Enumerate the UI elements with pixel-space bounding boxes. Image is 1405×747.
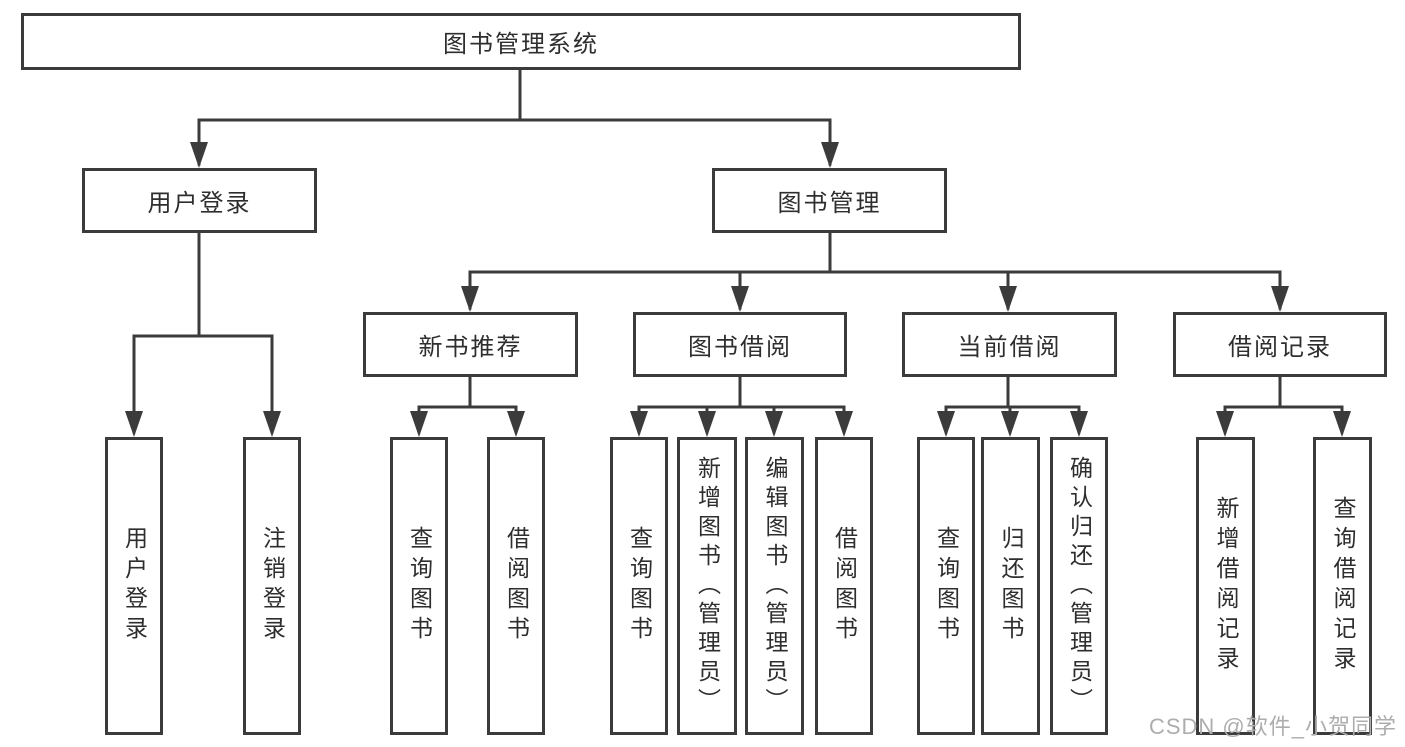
leaf-newbooks-borrow: 借阅图书 [487,437,545,735]
node-current-borrow: 当前借阅 [902,312,1117,377]
connector-userlogin-to-leaves [132,231,274,434]
leaf-add-book-admin-label: 新增图书（管理员） [694,455,721,717]
leaf-borrow-book-label: 借阅图书 [831,526,858,646]
node-book-management: 图书管理 [712,168,947,233]
leaf-logout-label: 注销登录 [259,526,286,646]
leaf-query-borrow-record-label: 查询借阅记录 [1330,496,1356,676]
leaf-user-login-label: 用户登录 [121,526,148,646]
connector-bookborrow-to-leaves [637,375,846,434]
node-root-system: 图书管理系统 [21,13,1021,70]
leaf-return-book: 归还图书 [981,437,1040,735]
leaf-current-query-label: 查询图书 [933,526,960,646]
leaf-confirm-return-admin-label: 确认归还（管理员） [1066,455,1093,717]
leaf-newbooks-query: 查询图书 [390,437,448,735]
connector-newbooks-to-leaves [417,375,518,434]
leaf-logout: 注销登录 [243,437,301,735]
leaf-borrow-book: 借阅图书 [815,437,873,735]
leaf-newbooks-query-label: 查询图书 [406,526,433,646]
leaf-edit-book-admin: 编辑图书（管理员） [745,437,804,735]
leaf-add-book-admin: 新增图书（管理员） [677,437,737,735]
leaf-query-borrow-record: 查询借阅记录 [1313,437,1372,735]
leaf-confirm-return-admin: 确认归还（管理员） [1050,437,1108,735]
arrowheads [125,142,1351,437]
leaf-current-query: 查询图书 [917,437,975,735]
leaf-borrow-query: 查询图书 [610,437,668,735]
node-new-book-recommend: 新书推荐 [363,312,578,377]
leaf-edit-book-admin-label: 编辑图书（管理员） [762,455,788,717]
node-borrow-records: 借阅记录 [1173,312,1387,377]
node-book-borrow: 图书借阅 [633,312,847,377]
connector-root-to-level2 [197,68,832,166]
node-user-login: 用户登录 [82,168,317,233]
leaf-add-borrow-record-label: 新增借阅记录 [1213,496,1239,676]
csdn-watermark: CSDN @软件_小贺同学 [1148,714,1397,739]
leaf-user-login: 用户登录 [105,437,163,735]
leaf-borrow-query-label: 查询图书 [626,526,653,646]
connector-bookmgmt-to-level3 [468,231,1282,310]
connector-borrowrecords-to-leaves [1223,375,1344,434]
leaf-add-borrow-record: 新增借阅记录 [1196,437,1255,735]
leaf-return-book-label: 归还图书 [998,526,1024,646]
leaf-newbooks-borrow-label: 借阅图书 [503,526,530,646]
